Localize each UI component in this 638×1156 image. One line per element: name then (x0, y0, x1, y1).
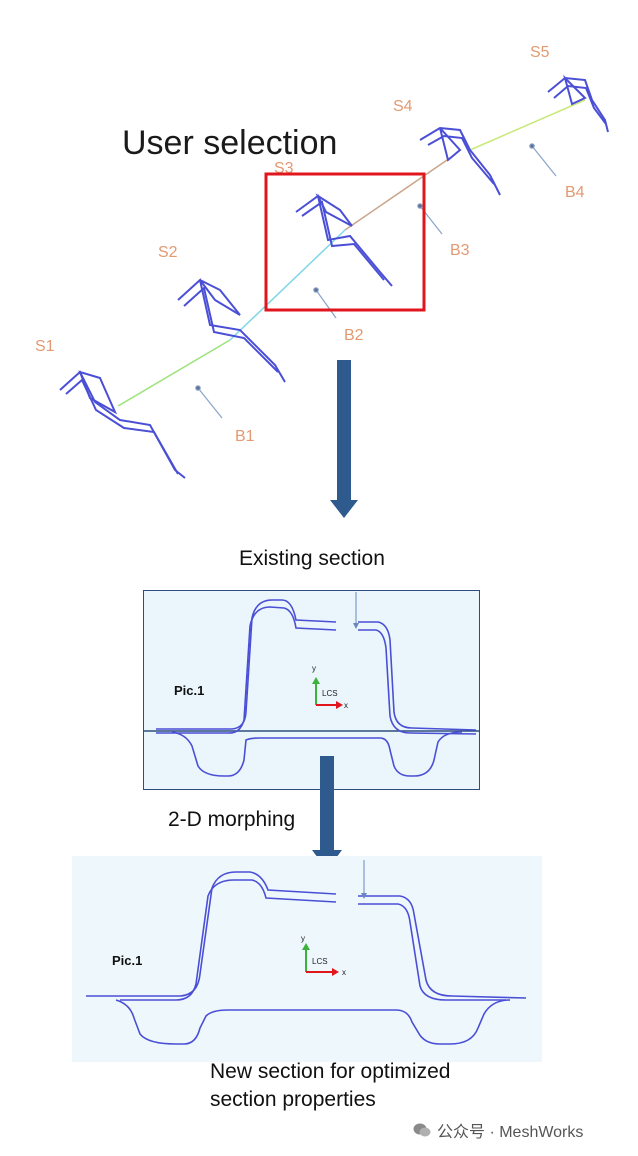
beam-label-b4: B4 (565, 184, 585, 201)
new-pic-label: Pic.1 (112, 953, 143, 968)
section-profile-s2 (177, 278, 286, 383)
selection-box (264, 172, 426, 312)
existing-section-caption: Existing section (239, 547, 385, 570)
section-profile-s1 (59, 370, 186, 479)
beam-line-b4 (469, 99, 586, 151)
beam-line-b3 (344, 157, 451, 231)
beam-sections-illustration (59, 74, 609, 518)
beam-label-b1: B1 (235, 428, 255, 445)
new-lcs-label: LCS (312, 957, 328, 966)
watermark: 公众号 · MeshWorks (413, 1118, 583, 1142)
section-label-s1: S1 (35, 338, 55, 355)
existing-x-label: x (344, 701, 348, 710)
section-label-s5: S5 (530, 44, 550, 61)
watermark-text: 公众号 · MeshWorks (437, 1124, 584, 1141)
section-label-s4: S4 (393, 98, 413, 115)
new-section-caption-line1: New section for optimized (210, 1060, 451, 1083)
section-label-s2: S2 (158, 244, 178, 261)
existing-y-label: y (312, 664, 316, 673)
section-profile-s5 (547, 74, 609, 133)
section-profile-s4 (419, 126, 501, 196)
new-section-caption-line2: section properties (210, 1088, 376, 1111)
section-profile-s3 (295, 193, 393, 287)
morph-caption: 2-D morphing (168, 808, 296, 831)
down-arrow-icon (330, 500, 358, 518)
beam-line-b1 (117, 339, 231, 407)
beam-label-b3: B3 (450, 242, 470, 259)
new-x-label: x (342, 968, 346, 977)
existing-lcs-label: LCS (322, 689, 338, 698)
wechat-icon (413, 1123, 431, 1137)
beam-line-b2 (229, 229, 346, 341)
page-title: User selection (122, 124, 338, 162)
down-arrow-shaft (337, 360, 351, 502)
existing-pic-label: Pic.1 (174, 683, 205, 698)
beam-label-b2: B2 (344, 327, 364, 344)
new-y-label: y (301, 934, 305, 943)
beam-leader-lines (195, 143, 557, 419)
new-section-panel (72, 856, 542, 1062)
